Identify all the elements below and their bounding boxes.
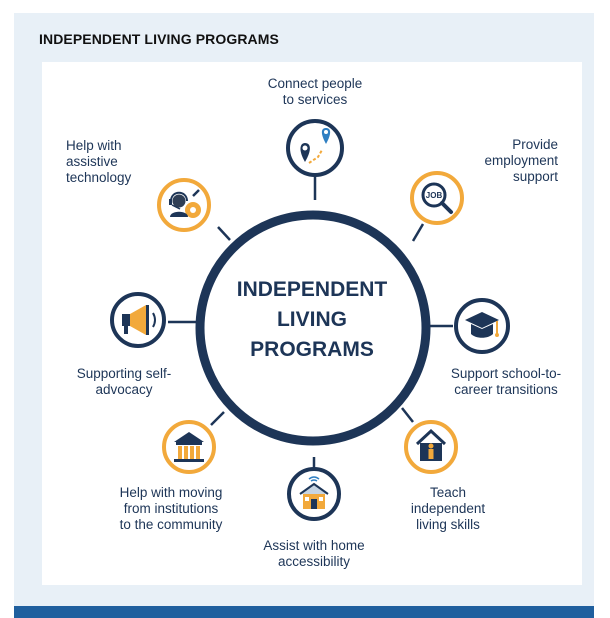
label-line: advocacy	[95, 382, 153, 397]
connector-bottom-left	[210, 411, 225, 426]
label-connect-people: Connect people to services	[245, 76, 385, 108]
footer-bar	[14, 606, 594, 618]
label-line: employment	[484, 153, 558, 168]
label-line: Provide	[512, 137, 558, 152]
label-line: living skills	[416, 517, 480, 532]
megaphone-icon	[110, 292, 166, 348]
center-circle	[195, 210, 431, 446]
smart-home-icon	[287, 467, 341, 521]
label-assistive-technology: Help with assistive technology	[66, 138, 166, 186]
center-title: INDEPENDENT LIVING PROGRAMS	[222, 275, 402, 365]
label-home-accessibility: Assist with home accessibility	[244, 538, 384, 570]
label-living-skills: Teach independent living skills	[398, 485, 498, 533]
label-line: Assist with home	[263, 538, 365, 553]
center-title-line: LIVING	[276, 308, 347, 331]
label-line: Connect people	[267, 76, 363, 91]
technician-headset-icon	[157, 178, 211, 232]
center-title-line: PROGRAMS	[250, 338, 374, 361]
label-line: assistive	[66, 154, 118, 169]
label-line: accessibility	[277, 554, 351, 569]
label-line: Teach	[429, 485, 467, 500]
label-line: technology	[66, 170, 132, 185]
label-self-advocacy: Supporting self- advocacy	[64, 366, 184, 398]
label-line: Help with	[66, 138, 122, 153]
label-line: Supporting self-	[76, 366, 172, 381]
person-in-house-icon	[404, 420, 458, 474]
page-title: INDEPENDENT LIVING PROGRAMS	[39, 31, 279, 47]
label-employment-support: Provide employment support	[440, 137, 558, 185]
connector-top-right	[411, 223, 425, 242]
label-line: career transitions	[454, 382, 558, 397]
svg-text:JOB: JOB	[426, 191, 443, 200]
connector-top-left	[217, 226, 231, 241]
label-line: to services	[282, 92, 348, 107]
label-line: Help with moving	[119, 485, 223, 500]
map-route-icon	[286, 119, 344, 177]
label-school-to-career: Support school-to- career transitions	[436, 366, 576, 398]
connector-lines	[168, 176, 453, 468]
label-line: from institutions	[123, 501, 219, 516]
connector-bottom-right	[401, 407, 414, 423]
label-line: independent	[410, 501, 486, 516]
graduation-cap-icon	[454, 298, 510, 354]
job-search-icon: JOB	[410, 171, 464, 225]
label-line: support	[512, 169, 558, 184]
label-line: Support school-to-	[450, 366, 562, 381]
center-title-line: INDEPENDENT	[236, 278, 388, 301]
label-moving-from-institutions: Help with moving from institutions to th…	[96, 485, 246, 533]
institution-building-icon	[162, 420, 216, 474]
label-line: to the community	[119, 517, 223, 532]
